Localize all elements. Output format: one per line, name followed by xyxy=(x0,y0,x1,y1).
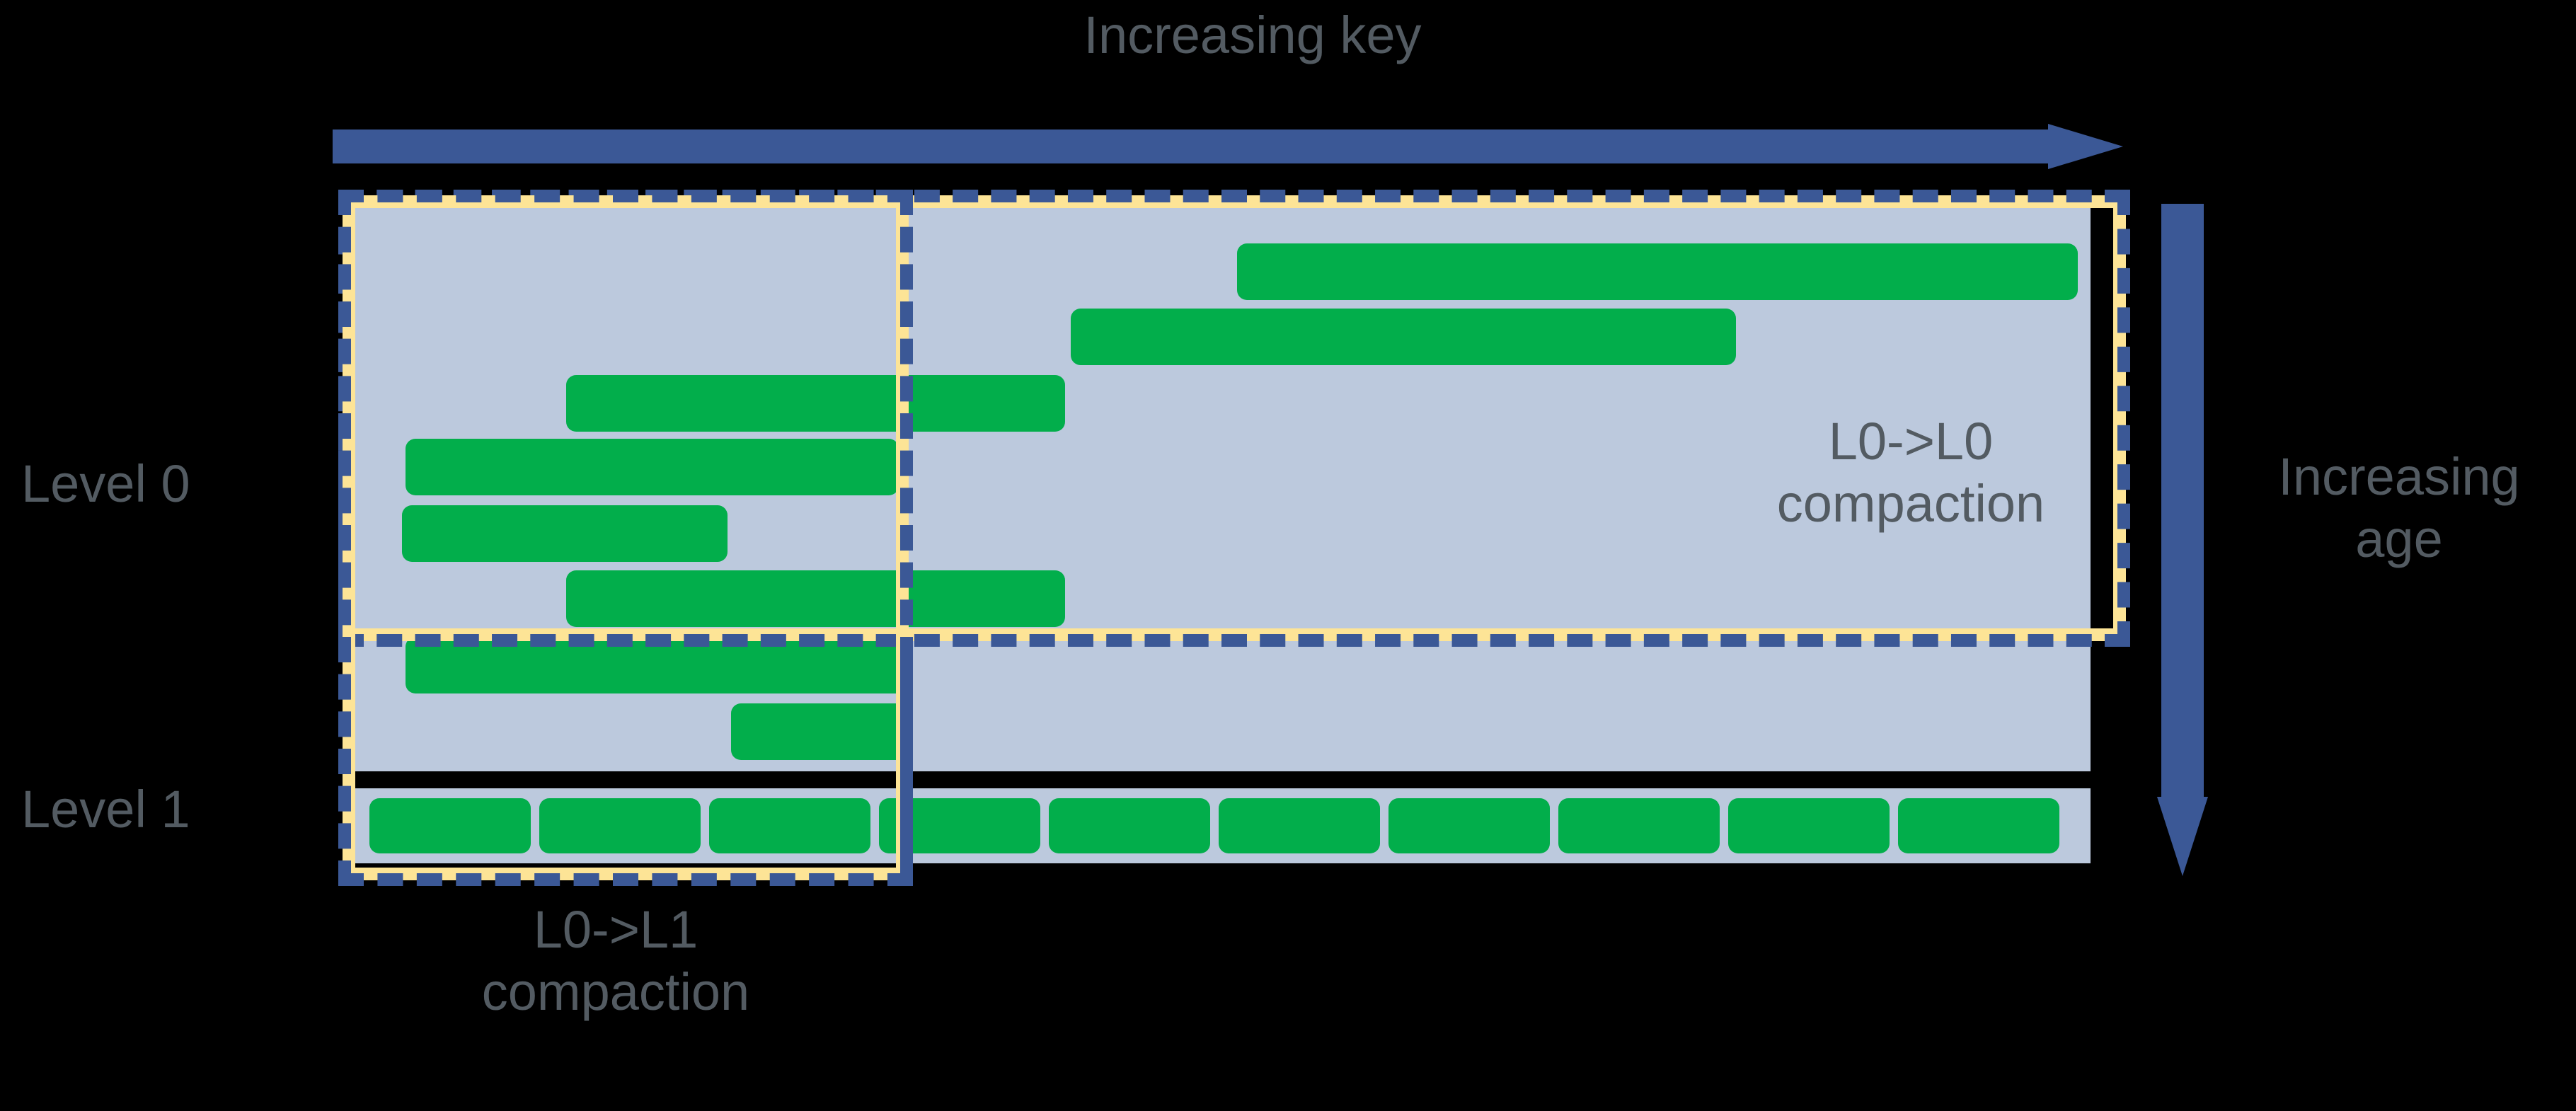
level1-sstable-segment xyxy=(1558,798,1720,853)
level0-sstable-bar xyxy=(402,505,728,562)
level0-sstable-bar xyxy=(1071,309,1736,365)
increasing-age-arrow-icon xyxy=(2157,204,2208,876)
arrow-head xyxy=(2157,797,2208,876)
level0-sstable-bar xyxy=(731,703,909,760)
l0-to-l1-compaction-label: L0->L1 compaction xyxy=(481,900,750,1021)
increasing-age-label: Increasing age xyxy=(2278,447,2520,568)
level1-sstable-segment xyxy=(1728,798,1890,853)
level1-sstable-segment xyxy=(539,798,701,853)
level1-sstable-segment xyxy=(369,798,531,853)
level0-sstable-bar xyxy=(406,439,899,495)
level0-sstable-bar xyxy=(1237,243,2078,300)
increasing-key-arrow-icon xyxy=(333,124,2123,169)
arrow-head xyxy=(2048,124,2123,169)
increasing-key-label: Increasing key xyxy=(1083,6,1422,64)
level-0-label: Level 0 xyxy=(21,454,190,513)
level1-sstable-segment xyxy=(1049,798,1210,853)
l0-to-l1-right-edge xyxy=(900,647,913,886)
l0-to-l1-selection-outline[interactable] xyxy=(338,190,913,886)
level1-sstable-segment xyxy=(1388,798,1550,853)
arrow-shaft xyxy=(2161,204,2204,805)
level1-sstable-segment xyxy=(709,798,870,853)
arrow-shaft xyxy=(333,129,2059,163)
level0-sstable-bar xyxy=(566,375,1065,432)
level1-sstable-segment xyxy=(1219,798,1380,853)
level0-sstable-bar xyxy=(566,570,1065,627)
level1-sstable-segment xyxy=(1898,798,2059,853)
level-1-label: Level 1 xyxy=(21,780,190,839)
l0-to-l0-compaction-label: L0->L0 compaction xyxy=(1776,412,2045,533)
level-1-sstable-row xyxy=(354,788,2091,863)
level-separator xyxy=(354,771,2091,788)
